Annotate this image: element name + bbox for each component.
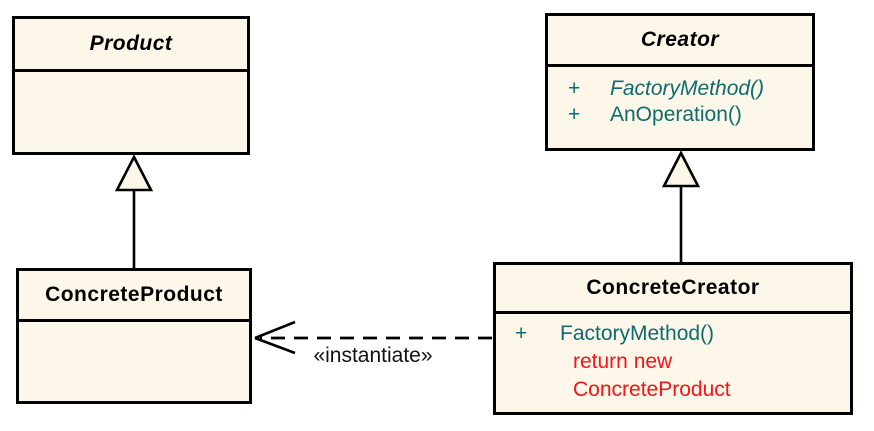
method-factorymethod: + FactoryMethod() — [496, 320, 850, 348]
pseudocode-note-line: ConcreteProduct — [573, 378, 731, 401]
class-box-product: Product — [12, 16, 250, 155]
method-name: FactoryMethod() — [560, 322, 715, 345]
class-name-concreteproduct: ConcreteProduct — [19, 271, 249, 322]
pseudocode-note-line: return new — [573, 350, 673, 373]
class-name-creator: Creator — [548, 16, 812, 67]
generalization-arrow-concretecreator-to-creator — [661, 150, 701, 263]
visibility-sign: + — [515, 322, 528, 345]
method-anoperation: + AnOperation() — [548, 102, 812, 128]
class-body-creator: + FactoryMethod() + AnOperation() — [548, 67, 812, 128]
class-name-concretecreator: ConcreteCreator — [496, 265, 850, 314]
hollow-triangle-icon — [114, 154, 154, 192]
class-body-concretecreator: + FactoryMethod() return new ConcreteProd… — [496, 314, 850, 404]
class-name-product: Product — [15, 19, 247, 72]
visibility-sign: + — [568, 103, 581, 126]
open-arrowhead-icon — [254, 320, 296, 340]
class-box-creator: Creator + FactoryMethod() + AnOperation() — [545, 13, 815, 151]
class-box-concreteproduct: ConcreteProduct — [16, 268, 252, 404]
method-factorymethod: + FactoryMethod() — [548, 76, 812, 102]
generalization-arrow-concreteproduct-to-product — [114, 154, 154, 269]
instantiate-stereotype-label: «instantiate» — [313, 344, 433, 367]
method-name: FactoryMethod() — [610, 77, 765, 100]
class-box-concretecreator: ConcreteCreator + FactoryMethod() return … — [493, 262, 853, 415]
visibility-sign: + — [568, 77, 581, 100]
method-name: AnOperation() — [610, 103, 742, 126]
hollow-triangle-icon — [661, 150, 701, 188]
